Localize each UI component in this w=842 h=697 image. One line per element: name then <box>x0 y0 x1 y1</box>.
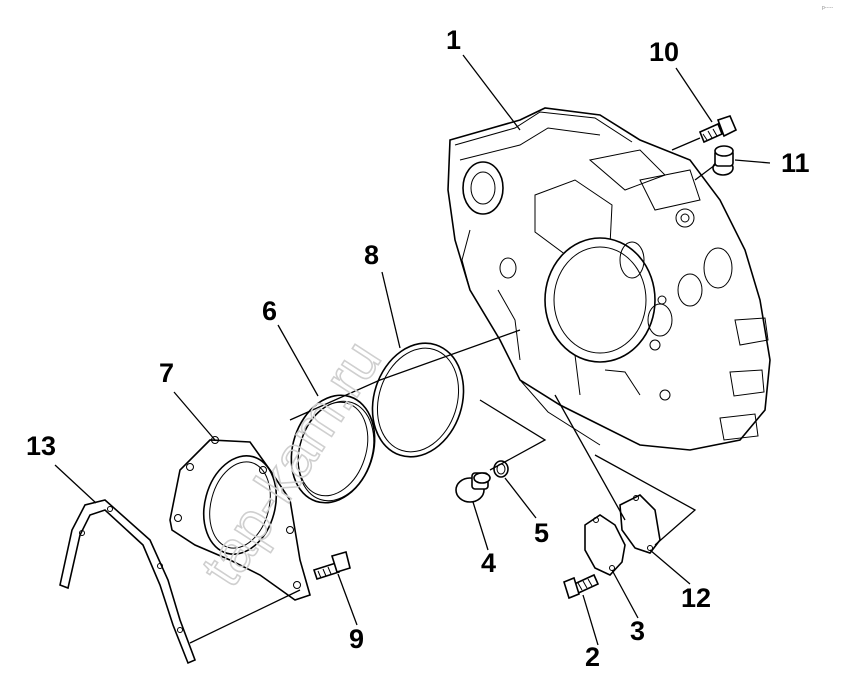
gasket-12 <box>619 494 661 554</box>
gasket-13 <box>59 499 197 665</box>
plug-4 <box>455 472 491 503</box>
callout-labels: 1 2 3 4 5 6 7 8 9 10 11 12 13 <box>26 25 810 672</box>
cover-3 <box>584 514 626 576</box>
bolt-2 <box>563 573 600 600</box>
callout-10: 10 <box>649 37 679 67</box>
seal-cover-7 <box>169 436 311 601</box>
leader-lines <box>54 54 771 646</box>
callout-5: 5 <box>534 518 549 548</box>
flywheel-housing <box>447 107 771 451</box>
callout-11: 11 <box>781 148 810 178</box>
oil-seal-6 <box>290 394 376 504</box>
callout-3: 3 <box>630 616 645 646</box>
callout-2: 2 <box>585 642 600 672</box>
callout-4: 4 <box>481 548 496 578</box>
callout-8: 8 <box>364 240 379 270</box>
callout-9: 9 <box>349 624 364 654</box>
assembly-lines <box>189 137 716 644</box>
callout-7: 7 <box>159 358 174 388</box>
callout-1: 1 <box>446 25 461 55</box>
callout-13: 13 <box>26 431 56 461</box>
bolt-9 <box>312 551 351 581</box>
bolt-10 <box>698 115 738 144</box>
callout-12: 12 <box>681 583 711 613</box>
corner-stamp: p----- <box>822 5 833 11</box>
plug-11 <box>712 145 734 176</box>
callout-6: 6 <box>262 296 277 326</box>
o-ring-8 <box>371 342 465 458</box>
ring-5 <box>493 460 509 478</box>
